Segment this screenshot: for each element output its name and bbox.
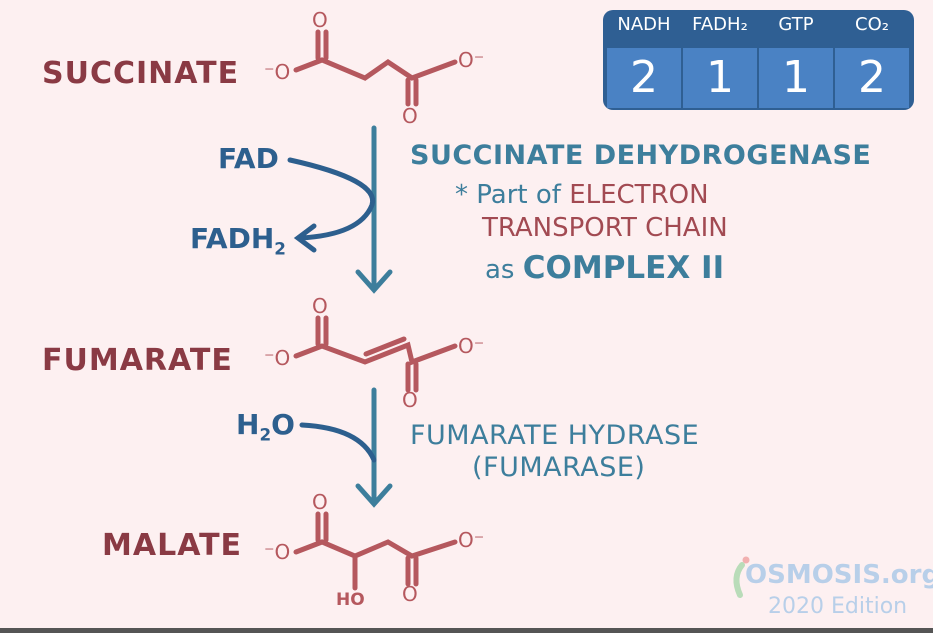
osmosis-logo-icon [733, 556, 750, 598]
water-subscript: 2 [259, 424, 272, 445]
atom-o: O [312, 490, 328, 514]
tally-value-fadh2: 1 [683, 48, 757, 108]
atom-o-minus: O⁻ [458, 48, 485, 72]
fadh-subscript: 2 [274, 238, 286, 259]
note-star: * Part of [455, 180, 561, 210]
malate-label: MALATE [102, 528, 243, 563]
atom-o-minus: ⁻O [264, 346, 291, 370]
tally-header-gtp: GTP [778, 14, 814, 35]
atom-o-minus: O⁻ [458, 528, 485, 552]
watermark-edition: 2020 Edition [768, 594, 908, 619]
etc-note-line1: * Part of ELECTRON [455, 180, 709, 210]
bottom-bar [0, 628, 933, 633]
atom-o-minus: O⁻ [458, 334, 485, 358]
note-electron: ELECTRON [569, 180, 709, 210]
fumarate-label: FUMARATE [42, 343, 233, 378]
atom-o: O [312, 8, 328, 32]
succinate-structure [293, 29, 458, 107]
enzyme-fumarate-hydrase: FUMARATE HYDRASE [410, 420, 700, 451]
water-curved-arrow [299, 422, 377, 463]
tally-value-co2: 2 [835, 48, 909, 108]
enzyme-fumarase: (FUMARASE) [472, 452, 646, 483]
fadh-text: FADH [190, 222, 275, 255]
atom-ho: HO [336, 590, 365, 610]
fumarate-structure [293, 315, 458, 393]
water-h: H [236, 408, 260, 441]
tally-panel: NADH FADH₂ GTP CO₂ 2 1 1 2 [603, 10, 914, 110]
reaction-arrow-1 [355, 125, 393, 294]
etc-note-line2: TRANSPORT CHAIN [482, 213, 728, 243]
enzyme-succinate-dehydrogenase: SUCCINATE DEHYDROGENASE [410, 140, 872, 171]
atom-o: O [402, 582, 418, 606]
note-as: as [485, 255, 515, 285]
atom-o: O [402, 104, 418, 128]
tally-value-nadh: 2 [607, 48, 681, 108]
atom-o-minus: ⁻O [264, 540, 291, 564]
water-label: H2O [236, 408, 295, 445]
watermark-brand: OSMOSIS.org [745, 560, 933, 590]
tally-value-gtp: 1 [759, 48, 833, 108]
atom-o: O [402, 388, 418, 412]
malate-structure [293, 511, 458, 591]
atom-o: O [312, 294, 328, 318]
reaction-arrow-2 [355, 387, 393, 508]
fad-curved-arrow [287, 157, 376, 253]
fad-label: FAD [218, 142, 279, 175]
note-complex-ii: COMPLEX II [522, 250, 725, 286]
tally-header-fadh2: FADH₂ [692, 14, 748, 35]
tally-header-co2: CO₂ [855, 14, 889, 35]
water-o: O [271, 408, 295, 441]
etc-note-line3: as COMPLEX II [485, 250, 724, 286]
tally-header-nadh: NADH [617, 14, 671, 35]
succinate-label: SUCCINATE [42, 56, 240, 91]
atom-o-minus: ⁻O [264, 60, 291, 84]
fadh2-label: FADH2 [190, 222, 286, 259]
